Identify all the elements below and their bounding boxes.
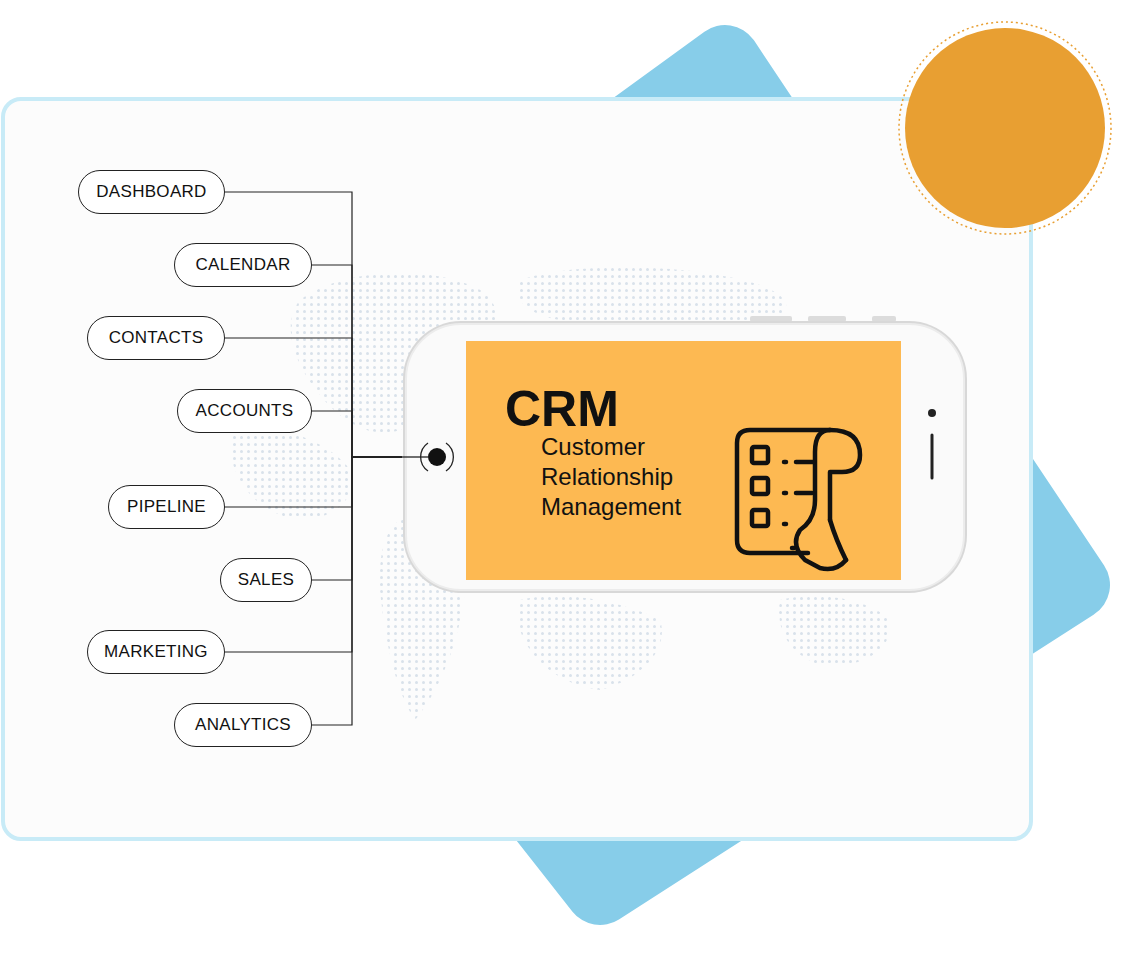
menu-pill: PIPELINE xyxy=(108,485,225,529)
phone-device: CRMCustomer Relationship Management xyxy=(402,320,968,594)
orange-circle xyxy=(905,28,1105,228)
screen-title: CRM xyxy=(505,384,619,434)
menu-pill: SALES xyxy=(220,558,312,602)
connector-line xyxy=(312,457,402,725)
menu-label: MARKETING xyxy=(104,642,208,662)
screen-subtitle: Customer Relationship Management xyxy=(541,432,711,522)
menu-label: DASHBOARD xyxy=(96,182,206,202)
checklist-icon xyxy=(737,430,860,569)
phone-body xyxy=(402,320,968,594)
menu-label: CONTACTS xyxy=(109,328,204,348)
menu-pill: CALENDAR xyxy=(174,243,312,287)
menu-pill: MARKETING xyxy=(87,630,225,674)
menu-pill: CONTACTS xyxy=(87,316,225,360)
menu-label: SALES xyxy=(238,570,294,590)
menu-label: ANALYTICS xyxy=(195,715,291,735)
connector-line xyxy=(312,265,402,457)
menu-pill: ACCOUNTS xyxy=(177,389,312,433)
connector-line xyxy=(312,411,402,457)
menu-label: ACCOUNTS xyxy=(196,401,294,421)
menu-pill: ANALYTICS xyxy=(174,703,312,747)
connector-line xyxy=(312,457,402,580)
connector-line xyxy=(225,457,402,652)
dotted-ring xyxy=(899,22,1111,234)
connector-line xyxy=(225,457,402,507)
card xyxy=(3,99,1031,839)
menu-label: PIPELINE xyxy=(127,497,206,517)
menu-pill: DASHBOARD xyxy=(78,170,225,214)
menu-label: CALENDAR xyxy=(196,255,291,275)
